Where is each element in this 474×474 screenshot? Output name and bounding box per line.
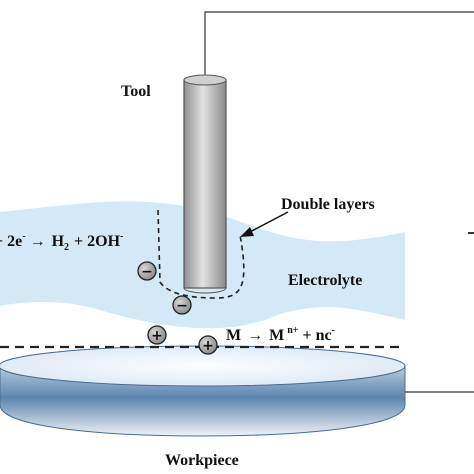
double-layers-arrowhead [240,227,254,237]
electrolyte-label: Electrolyte [288,272,362,289]
negative-ion-1: − [137,261,157,281]
double-layers-arrow [245,211,289,235]
tool-top-face [183,74,227,86]
workpiece-label: Workpiece [165,452,239,469]
tool-electrode [183,79,227,289]
negative-sign: − [176,298,188,314]
positive-sign: + [202,338,214,354]
double-layers-label: Double layers [281,196,375,213]
positive-sign: + [151,328,163,344]
negative-sign: − [141,264,153,280]
tool-bottom-edge [183,287,227,294]
positive-ion-1: + [147,325,167,345]
tool-label: Tool [121,83,151,100]
cathode-reaction: + 2e-→H2+ 2OH- [0,231,123,253]
positive-ion-2: + [198,335,218,355]
circuit-wire-tool [204,11,474,80]
negative-ion-2: − [172,295,192,315]
double-layer-outline [157,209,245,299]
